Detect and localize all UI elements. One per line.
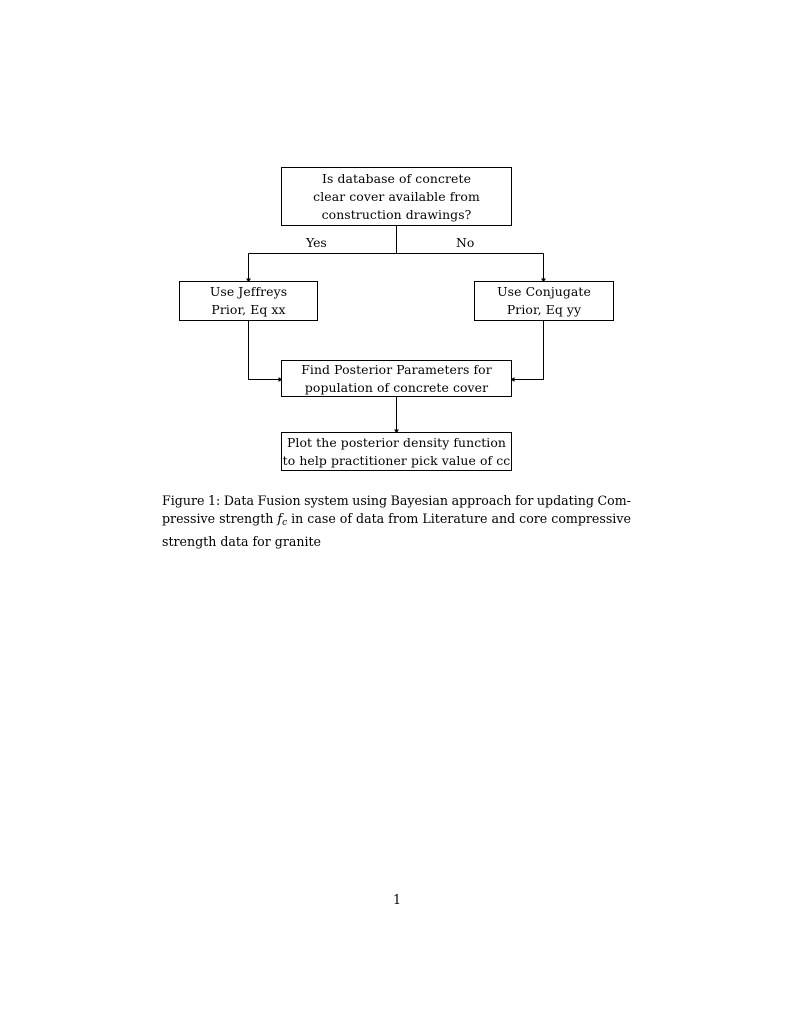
branch-label-no: No	[456, 235, 475, 250]
node-plot-line-1: Plot the posterior density function	[286, 434, 507, 450]
node-conjugate-line-2: Prior, Eq yy	[506, 302, 582, 317]
node-question-line-1: Is database of concrete	[322, 170, 471, 186]
branch-label-yes: Yes	[306, 235, 327, 250]
node-conjugate-prior: Use Conjugate Prior, Eq yy	[474, 281, 614, 321]
caption-word: data	[356, 511, 385, 527]
figure-flowchart: Is database of concrete clear cover avai…	[0, 0, 794, 480]
caption-word: Fusion	[257, 493, 301, 508]
caption-word: Com-	[597, 493, 631, 508]
caption-word: system	[304, 493, 349, 508]
caption-line-3: strength data for granite	[162, 533, 321, 549]
node-plot-line-2: to help practitioner pick value of cc	[282, 452, 511, 468]
caption-word: pressive	[162, 511, 216, 527]
caption-word: Literature	[422, 511, 488, 527]
caption-word: strength	[219, 511, 274, 527]
caption-line-1: Figure 1: Data Fusion system using Bayes…	[162, 492, 631, 510]
node-posterior-line-2: population of concrete cover	[304, 379, 489, 395]
page-number: 1	[392, 892, 401, 907]
node-question-line-2: clear cover available from	[313, 188, 480, 204]
node-question-line-3: construction drawings?	[321, 206, 472, 222]
caption-word: of	[339, 511, 353, 527]
math-subscript: c	[282, 518, 288, 529]
caption-word: Data	[223, 493, 254, 508]
flowchart-edges	[246, 226, 546, 434]
node-question: Is database of concrete clear cover avai…	[281, 167, 512, 226]
figure-caption: Figure 1: Data Fusion system using Bayes…	[162, 492, 631, 551]
node-jeffreys-line-1: Use Jeffreys	[209, 284, 288, 299]
node-conjugate-line-1: Use Conjugate	[497, 284, 591, 299]
caption-word: Bayesian	[390, 493, 449, 508]
caption-word: updating	[536, 493, 594, 508]
caption-math-fc: fc	[277, 510, 287, 532]
edge-conjugate-to-posterior	[510, 321, 544, 382]
caption-word: and	[491, 511, 516, 527]
caption-word: compressive	[551, 511, 631, 527]
caption-word: case	[307, 511, 336, 527]
node-jeffreys-prior: Use Jeffreys Prior, Eq xx	[179, 281, 318, 321]
caption-word: in	[291, 511, 304, 527]
node-find-posterior-parameters: Find Posterior Parameters for population…	[281, 360, 512, 397]
node-plot-posterior-density: Plot the posterior density function to h…	[281, 432, 512, 471]
edge-jeffreys-to-posterior	[248, 321, 283, 382]
caption-word: for	[515, 493, 534, 508]
caption-word: 1:	[207, 493, 221, 508]
caption-word: from	[388, 511, 419, 527]
caption-word: approach	[451, 493, 512, 508]
node-posterior-line-1: Find Posterior Parameters for	[301, 361, 492, 377]
caption-word: Figure	[162, 493, 205, 508]
node-jeffreys-line-2: Prior, Eq xx	[211, 302, 286, 317]
caption-word: core	[519, 511, 548, 527]
caption-word: using	[352, 493, 388, 508]
caption-line-2: pressive strength fc in case of data fro…	[162, 510, 631, 532]
math-symbol: f	[277, 511, 283, 527]
